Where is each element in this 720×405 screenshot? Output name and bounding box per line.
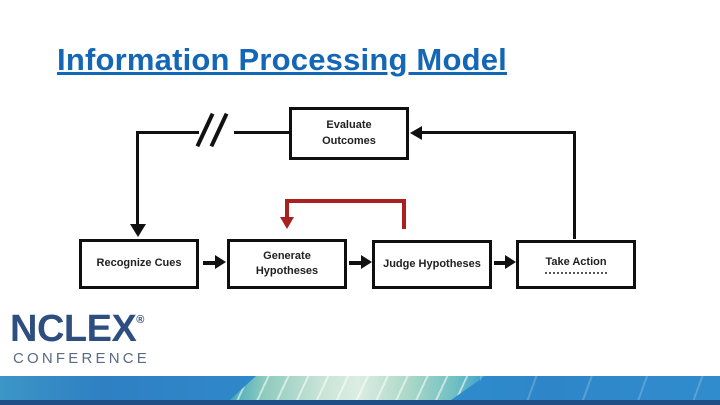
box-label: Recognize Cues [96, 257, 182, 270]
arrow-down-icon [130, 224, 146, 237]
footer-bar [0, 376, 720, 400]
arrow-left-icon [410, 126, 422, 140]
box-label: Judge Hypotheses [383, 257, 481, 270]
box-label: Generate Hypotheses [255, 249, 319, 277]
feedback-arrow-down-icon [280, 217, 294, 229]
connector-line [421, 131, 576, 134]
box-judge-hypotheses: Judge Hypotheses [372, 240, 492, 289]
nclex-logo: NCLEX® [10, 308, 144, 351]
box-recognize-cues: Recognize Cues [79, 239, 199, 289]
box-generate-hypotheses: Generate Hypotheses [227, 239, 347, 289]
feedback-line [285, 199, 406, 203]
connector-line [349, 261, 362, 265]
footer-bar-facet [230, 376, 485, 400]
connector-line [137, 131, 199, 134]
feedback-line [402, 199, 406, 229]
page-title: Information Processing Model [57, 42, 507, 77]
footer-bar-facet [480, 376, 720, 400]
feedback-line [285, 199, 289, 218]
box-evaluate-outcomes: Evaluate Outcomes [289, 107, 409, 160]
footer-bar-navy-strip [0, 400, 720, 405]
nclex-logo-text: NCLEX [10, 308, 137, 350]
box-take-action: Take Action [516, 240, 636, 289]
connector-line [203, 261, 216, 265]
connector-line [573, 131, 576, 239]
box-label: Take Action [545, 255, 607, 274]
arrow-right-icon [361, 255, 372, 269]
box-label: Evaluate Outcomes [322, 119, 376, 147]
connector-line [234, 131, 289, 134]
connector-line [494, 261, 506, 265]
arrow-right-icon [505, 255, 516, 269]
arrow-right-icon [215, 255, 226, 269]
conference-label: CONFERENCE [13, 350, 151, 367]
connector-line [136, 131, 139, 225]
registered-mark: ® [136, 314, 145, 326]
